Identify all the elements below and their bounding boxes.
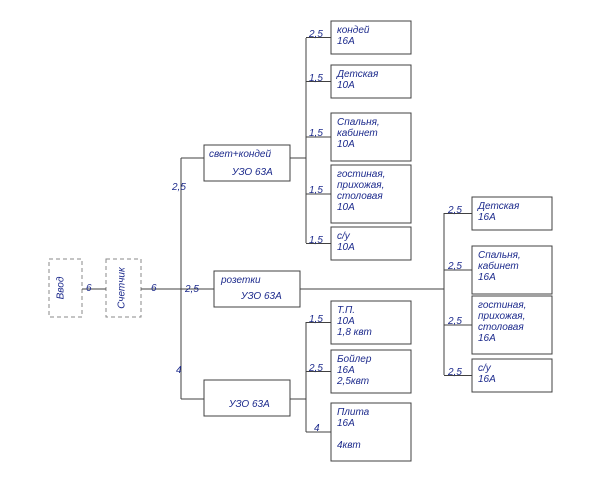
group-light-rcd-box bbox=[203, 144, 291, 182]
group-light-line-cable: 2,5 bbox=[309, 28, 323, 40]
group-sockets-line-label: Спальня, кабинет 16А bbox=[478, 250, 521, 283]
group-light-line-label: с/у 10А bbox=[337, 231, 355, 253]
group-power-cable-label: 4 bbox=[176, 365, 182, 376]
group-light-line-cable: 1,5 bbox=[309, 234, 323, 246]
group-light-line-cable: 1,5 bbox=[309, 185, 323, 196]
group-sockets-line-cable: 2,5 bbox=[448, 366, 462, 378]
group-sockets-rcd-box bbox=[213, 270, 301, 308]
group-light-line-box bbox=[330, 226, 412, 261]
group-sockets-line-cable: 2,5 bbox=[448, 316, 462, 327]
group-power-line-label: Т.П. 10А 1,8 квт bbox=[337, 305, 372, 338]
meter-cable-label: 6 bbox=[151, 283, 157, 294]
group-light-line-box bbox=[330, 112, 412, 162]
meter-box bbox=[105, 258, 142, 318]
group-light-title: свет+кондей bbox=[209, 149, 272, 160]
group-power-device: УЗО 63А bbox=[229, 399, 270, 410]
group-light-line-box bbox=[330, 164, 412, 224]
group-power-line-label: Бойлер 16А 2,5квт bbox=[337, 354, 372, 387]
group-light-line-box bbox=[330, 64, 412, 99]
group-sockets-line-box bbox=[471, 245, 553, 295]
group-sockets-line-cable: 2,5 bbox=[448, 261, 462, 272]
group-light-cable-label: 2,5 bbox=[172, 182, 186, 193]
intro-box bbox=[48, 258, 83, 318]
group-sockets-device: УЗО 63А bbox=[241, 291, 282, 302]
group-light-device: УЗО 63А bbox=[232, 167, 273, 178]
group-light-line-cable: 1,5 bbox=[309, 72, 323, 84]
group-light-line-label: кондей 16А bbox=[337, 25, 370, 47]
group-power-line-box bbox=[330, 402, 412, 462]
group-sockets-title: розетки bbox=[221, 275, 261, 286]
group-sockets-cable-label: 2,5 bbox=[185, 284, 199, 295]
group-power-line-cable: 1,5 bbox=[309, 313, 323, 325]
group-light-line-box bbox=[330, 20, 412, 55]
group-light-line-label: Детская 10А bbox=[337, 69, 379, 91]
group-power-line-box bbox=[330, 349, 412, 394]
intro-cable-label: 6 bbox=[86, 283, 92, 294]
group-power-rcd-box bbox=[203, 379, 291, 417]
meter-label: Счетчик bbox=[116, 267, 128, 309]
group-power-line-cable: 2,5 bbox=[309, 362, 323, 374]
group-sockets-line-cable: 2,5 bbox=[448, 204, 462, 216]
group-sockets-line-label: гостиная, прихожая, столовая 16А bbox=[478, 300, 527, 344]
group-light-line-label: Спальня, кабинет 10А bbox=[337, 117, 380, 150]
group-power-line-label: Плита 16А 4квт bbox=[337, 407, 370, 451]
group-light-line-cable: 1,5 bbox=[309, 128, 323, 139]
group-power-line-box bbox=[330, 300, 412, 345]
intro-label: Ввод bbox=[55, 276, 67, 300]
group-power-line-cable: 4 bbox=[314, 423, 320, 434]
group-sockets-line-label: Детская 16А bbox=[478, 201, 520, 223]
group-sockets-line-box bbox=[471, 295, 553, 355]
group-light-line-label: гостиная, прихожая, столовая 10А bbox=[337, 169, 386, 213]
group-sockets-line-box bbox=[471, 358, 553, 393]
group-sockets-line-box bbox=[471, 196, 553, 231]
group-sockets-line-label: с/у 16А bbox=[478, 363, 496, 385]
